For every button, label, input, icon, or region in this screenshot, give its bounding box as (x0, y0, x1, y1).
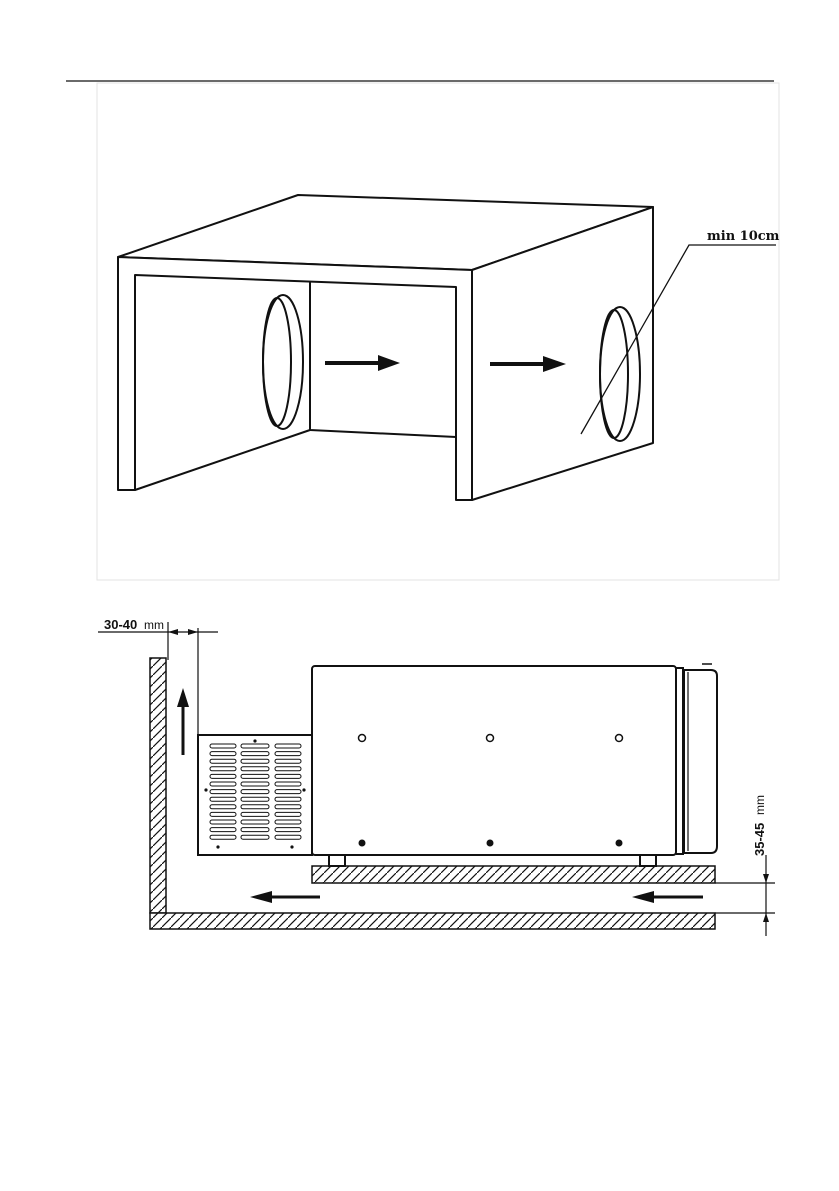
grille-slot (275, 820, 301, 824)
grille-slot (210, 828, 236, 832)
grille-slot (275, 767, 301, 771)
grille-slot (210, 797, 236, 801)
arrow-left-icon (250, 891, 320, 903)
appliance-body (312, 664, 717, 866)
grille-slot (275, 812, 301, 816)
grille-slot (275, 790, 301, 794)
grille-slot (241, 805, 269, 809)
grille-slot (241, 820, 269, 824)
grille-slot (241, 759, 269, 763)
cabinet-figure: min 10cm (97, 83, 780, 580)
grille-slot (275, 797, 301, 801)
grille-slot (210, 759, 236, 763)
arrow-left-icon (632, 891, 703, 903)
grille-slot (275, 782, 301, 786)
grille-slot (241, 812, 269, 816)
grille-slot (241, 797, 269, 801)
grille-slot (210, 835, 236, 839)
arrow-up-icon (177, 688, 189, 755)
floor-gap-label: 35-45 (752, 823, 767, 856)
grille-slot (210, 820, 236, 824)
grille-slot (241, 835, 269, 839)
floor-slab (150, 913, 715, 929)
grille-slot (275, 835, 301, 839)
arrow-right-icon (325, 355, 400, 371)
grille-slot (210, 752, 236, 756)
cabinet-figure-frame (97, 83, 779, 580)
cabinet-outline (118, 195, 653, 500)
grille-slot (210, 744, 236, 748)
support-shelf (312, 866, 715, 883)
grille-slot (210, 774, 236, 778)
side-section-figure: 30-40 mm 35-45 mm (98, 617, 775, 936)
grille-slot (275, 805, 301, 809)
floor-gap-dimension (715, 855, 775, 936)
grille-slot (241, 752, 269, 756)
grille-slot (210, 790, 236, 794)
clearance-top-label: min 10cm (707, 229, 780, 244)
wall-gap-label: 30-40 (104, 617, 137, 632)
back-wall (150, 658, 166, 913)
grille-slot (241, 767, 269, 771)
grille-slot (275, 744, 301, 748)
grille-slot (241, 782, 269, 786)
grille-slot (275, 828, 301, 832)
grille-slot (241, 790, 269, 794)
rear-vent-grille (198, 735, 312, 855)
grille-slot (241, 774, 269, 778)
wall-gap-unit: mm (144, 618, 164, 632)
grille-slot (275, 752, 301, 756)
grille-slot (210, 805, 236, 809)
grille-slot (210, 782, 236, 786)
grille-slot (210, 767, 236, 771)
grille-slot (241, 744, 269, 748)
grille-slot (275, 759, 301, 763)
grille-slot (210, 812, 236, 816)
grille-slot (275, 774, 301, 778)
grille-slot (241, 828, 269, 832)
floor-gap-unit: mm (753, 795, 767, 815)
